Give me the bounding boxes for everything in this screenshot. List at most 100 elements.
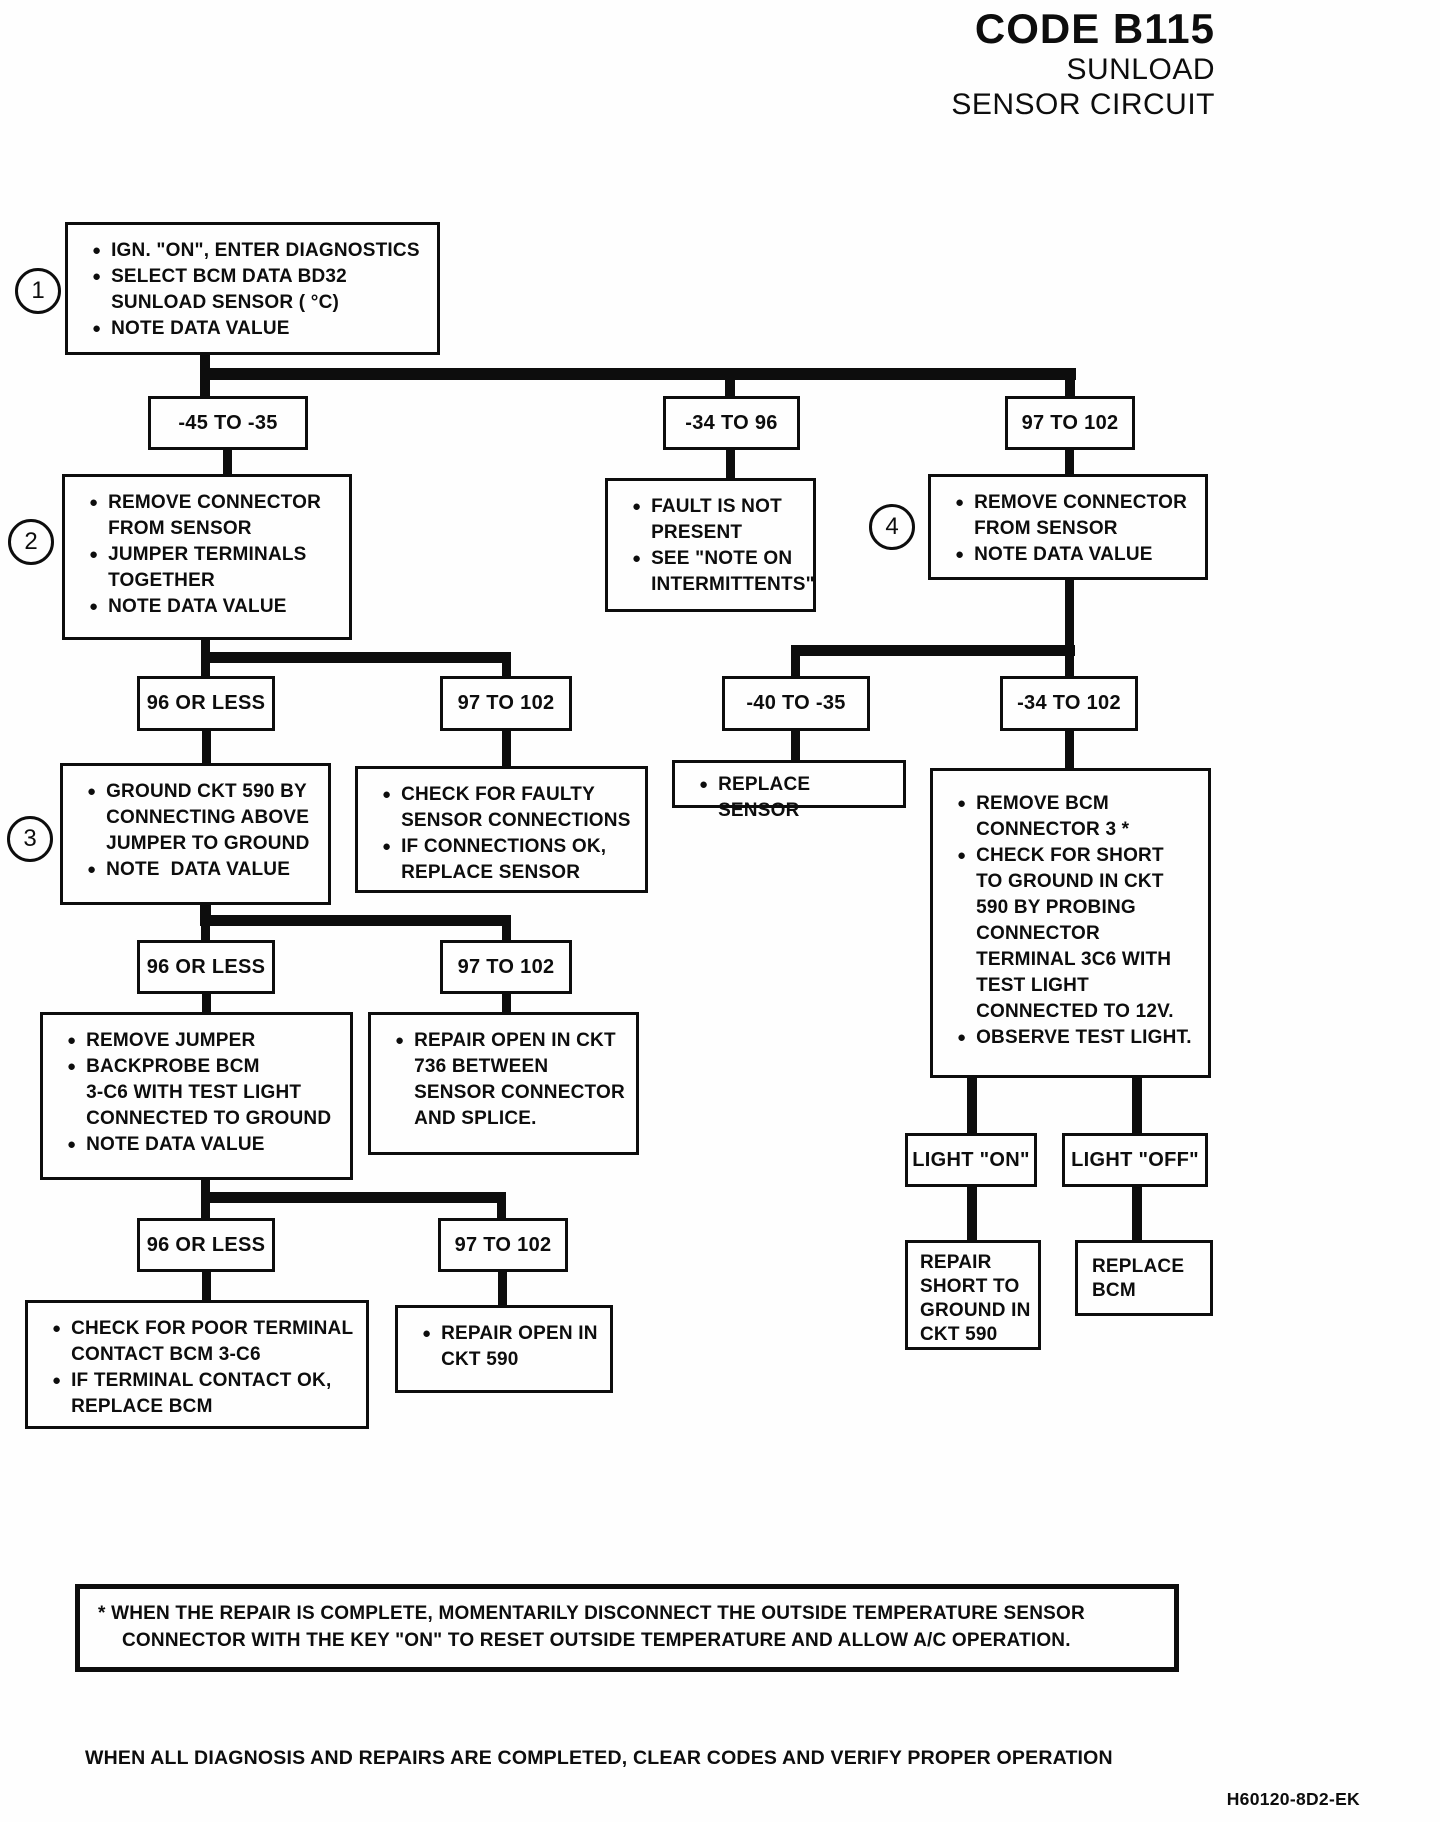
bullet-text: IGN. "ON", ENTER DIAGNOSTICS bbox=[111, 240, 420, 261]
bullet-item: NOTE DATA VALUE bbox=[87, 857, 320, 883]
bullet-item: CHECK FOR SHORT TO GROUND IN CKT 590 BY … bbox=[957, 843, 1200, 1025]
branch-label-96-or-less: 96 OR LESS bbox=[137, 940, 275, 994]
bullet-text: REPAIR OPEN IN CKT 736 BETWEEN SENSOR CO… bbox=[414, 1030, 625, 1129]
step-number-4: 4 bbox=[869, 504, 915, 550]
bullet-text: NOTE DATA VALUE bbox=[108, 596, 287, 617]
step-number-3: 3 bbox=[7, 816, 53, 862]
bullet-text: CHECK FOR FAULTY SENSOR CONNECTIONS bbox=[401, 784, 631, 831]
subtitle-line2: SENSOR CIRCUIT bbox=[951, 88, 1215, 121]
bullet-item: SEE "NOTE ON INTERMITTENTS" bbox=[632, 546, 815, 598]
connector-line bbox=[200, 355, 210, 373]
connector-line bbox=[1065, 655, 1074, 676]
flow-box-step3: GROUND CKT 590 BY CONNECTING ABOVE JUMPE… bbox=[60, 763, 331, 905]
bullet-item: JUMPER TERMINALS TOGETHER bbox=[89, 542, 341, 594]
bullet-text: OBSERVE TEST LIGHT. bbox=[976, 1027, 1192, 1048]
flow-box-repair-ckt736: REPAIR OPEN IN CKT 736 BETWEEN SENSOR CO… bbox=[368, 1012, 639, 1155]
connector-line bbox=[1132, 1077, 1142, 1133]
step-number-2: 2 bbox=[8, 519, 54, 565]
bullet-text: GROUND CKT 590 BY CONNECTING ABOVE JUMPE… bbox=[106, 781, 310, 854]
bullet-item: IF CONNECTIONS OK, REPLACE SENSOR bbox=[382, 834, 637, 886]
branch-label-97-102: 97 TO 102 bbox=[1005, 396, 1135, 450]
connector-line bbox=[200, 915, 511, 926]
connector-line bbox=[1065, 380, 1075, 396]
bullet-text: NOTE DATA VALUE bbox=[86, 1134, 265, 1155]
connector-line bbox=[791, 730, 800, 760]
bullet-item: REPAIR OPEN IN CKT 736 BETWEEN SENSOR CO… bbox=[395, 1028, 628, 1132]
footnote-box: * WHEN THE REPAIR IS COMPLETE, MOMENTARI… bbox=[75, 1584, 1179, 1672]
flow-box-replace-sensor: REPLACE SENSOR bbox=[672, 760, 906, 821]
connector-line bbox=[502, 925, 511, 940]
flow-box-check-terminal-contact: CHECK FOR POOR TERMINAL CONTACT BCM 3-C6… bbox=[25, 1300, 369, 1429]
connector-line bbox=[502, 993, 511, 1012]
bullet-item: NOTE DATA VALUE bbox=[67, 1132, 342, 1158]
branch-label-light-on: LIGHT "ON" bbox=[905, 1133, 1037, 1187]
flow-box-remove-jumper: REMOVE JUMPER BACKPROBE BCM 3-C6 WITH TE… bbox=[40, 1012, 353, 1180]
flow-box-replace-bcm: REPLACE BCM bbox=[1075, 1240, 1213, 1316]
bullet-text: CHECK FOR POOR TERMINAL CONTACT BCM 3-C6 bbox=[71, 1318, 354, 1365]
bullet-item: REPLACE SENSOR bbox=[699, 772, 895, 824]
branch-label-97-102: 97 TO 102 bbox=[438, 1218, 568, 1272]
flow-box-step2: REMOVE CONNECTOR FROM SENSOR JUMPER TERM… bbox=[62, 474, 352, 640]
bullet-item: FAULT IS NOT PRESENT bbox=[632, 494, 805, 546]
connector-line bbox=[502, 730, 511, 766]
document-code: H60120-8D2-EK bbox=[1226, 1789, 1360, 1809]
bullet-item: IF TERMINAL CONTACT OK, REPLACE BCM bbox=[52, 1368, 358, 1420]
code-title: CODE B115 bbox=[974, 5, 1215, 52]
connector-line bbox=[201, 1192, 506, 1203]
connector-line bbox=[967, 1077, 977, 1133]
flow-box-check-sensor-connections: CHECK FOR FAULTY SENSOR CONNECTIONS IF C… bbox=[355, 766, 648, 893]
bullet-item: REMOVE JUMPER bbox=[67, 1028, 342, 1054]
bullet-item: OBSERVE TEST LIGHT. bbox=[957, 1025, 1200, 1051]
connector-line bbox=[1132, 1186, 1142, 1240]
connector-line bbox=[502, 662, 511, 676]
flow-box-step1: IGN. "ON", ENTER DIAGNOSTICS SELECT BCM … bbox=[65, 222, 440, 355]
bullet-item: SELECT BCM DATA BD32 SUNLOAD SENSOR ( °C… bbox=[92, 264, 429, 316]
branch-label-96-or-less: 96 OR LESS bbox=[137, 676, 275, 731]
flow-box-fault-not-present: FAULT IS NOT PRESENT SEE "NOTE ON INTERM… bbox=[605, 478, 816, 612]
branch-label-neg40-neg35: -40 TO -35 bbox=[722, 676, 870, 731]
bullet-item: REMOVE BCM CONNECTOR 3 * bbox=[957, 791, 1200, 843]
connector-line bbox=[223, 450, 232, 474]
bullet-item: NOTE DATA VALUE bbox=[89, 594, 341, 620]
bullet-text: REMOVE BCM CONNECTOR 3 * bbox=[976, 793, 1130, 840]
connector-line bbox=[200, 904, 211, 916]
bullet-item: GROUND CKT 590 BY CONNECTING ABOVE JUMPE… bbox=[87, 779, 320, 857]
branch-label-96-or-less: 96 OR LESS bbox=[137, 1218, 275, 1272]
box-text: REPLACE BCM bbox=[1092, 1256, 1185, 1301]
connector-line bbox=[1065, 730, 1074, 768]
bullet-text: FAULT IS NOT PRESENT bbox=[651, 496, 782, 543]
connector-line bbox=[200, 380, 210, 396]
connector-line bbox=[726, 450, 735, 478]
branch-label-97-102: 97 TO 102 bbox=[440, 940, 572, 994]
connector-line bbox=[202, 993, 211, 1012]
branch-label-neg45-neg35: -45 TO -35 bbox=[148, 396, 308, 450]
bullet-item: CHECK FOR POOR TERMINAL CONTACT BCM 3-C6 bbox=[52, 1316, 358, 1368]
connector-line bbox=[1065, 579, 1074, 646]
bullet-item: BACKPROBE BCM 3-C6 WITH TEST LIGHT CONNE… bbox=[67, 1054, 342, 1132]
bullet-text: IF CONNECTIONS OK, REPLACE SENSOR bbox=[401, 836, 607, 883]
branch-label-97-102: 97 TO 102 bbox=[440, 676, 572, 731]
connector-line bbox=[201, 652, 511, 663]
connector-line bbox=[791, 655, 800, 676]
connector-line bbox=[201, 662, 210, 676]
connector-line bbox=[725, 380, 735, 396]
footnote-text: * WHEN THE REPAIR IS COMPLETE, MOMENTARI… bbox=[98, 1603, 1085, 1651]
connector-line bbox=[497, 1202, 506, 1218]
flow-box-bcm-short-check: REMOVE BCM CONNECTOR 3 * CHECK FOR SHORT… bbox=[930, 768, 1211, 1078]
page-title: CODE B115 SUNLOAD SENSOR CIRCUIT bbox=[715, 6, 1215, 122]
bullet-text: SELECT BCM DATA BD32 SUNLOAD SENSOR ( °C… bbox=[111, 266, 347, 313]
bullet-text: SEE "NOTE ON INTERMITTENTS" bbox=[651, 548, 815, 595]
bullet-text: NOTE DATA VALUE bbox=[111, 318, 290, 339]
connector-line bbox=[202, 730, 211, 763]
box-text: REPAIR SHORT TO GROUND IN CKT 590 bbox=[920, 1252, 1031, 1345]
branch-label-neg34-102: -34 TO 102 bbox=[1000, 676, 1138, 731]
bullet-item: CHECK FOR FAULTY SENSOR CONNECTIONS bbox=[382, 782, 637, 834]
connector-line bbox=[201, 925, 210, 940]
bullet-text: REMOVE CONNECTOR FROM SENSOR bbox=[974, 492, 1187, 539]
bullet-text: NOTE DATA VALUE bbox=[106, 859, 291, 880]
bullet-text: JUMPER TERMINALS TOGETHER bbox=[108, 544, 307, 591]
connector-line bbox=[201, 1202, 210, 1218]
bullet-item: NOTE DATA VALUE bbox=[92, 316, 429, 342]
flow-box-repair-short-ckt590: REPAIR SHORT TO GROUND IN CKT 590 bbox=[905, 1240, 1041, 1350]
